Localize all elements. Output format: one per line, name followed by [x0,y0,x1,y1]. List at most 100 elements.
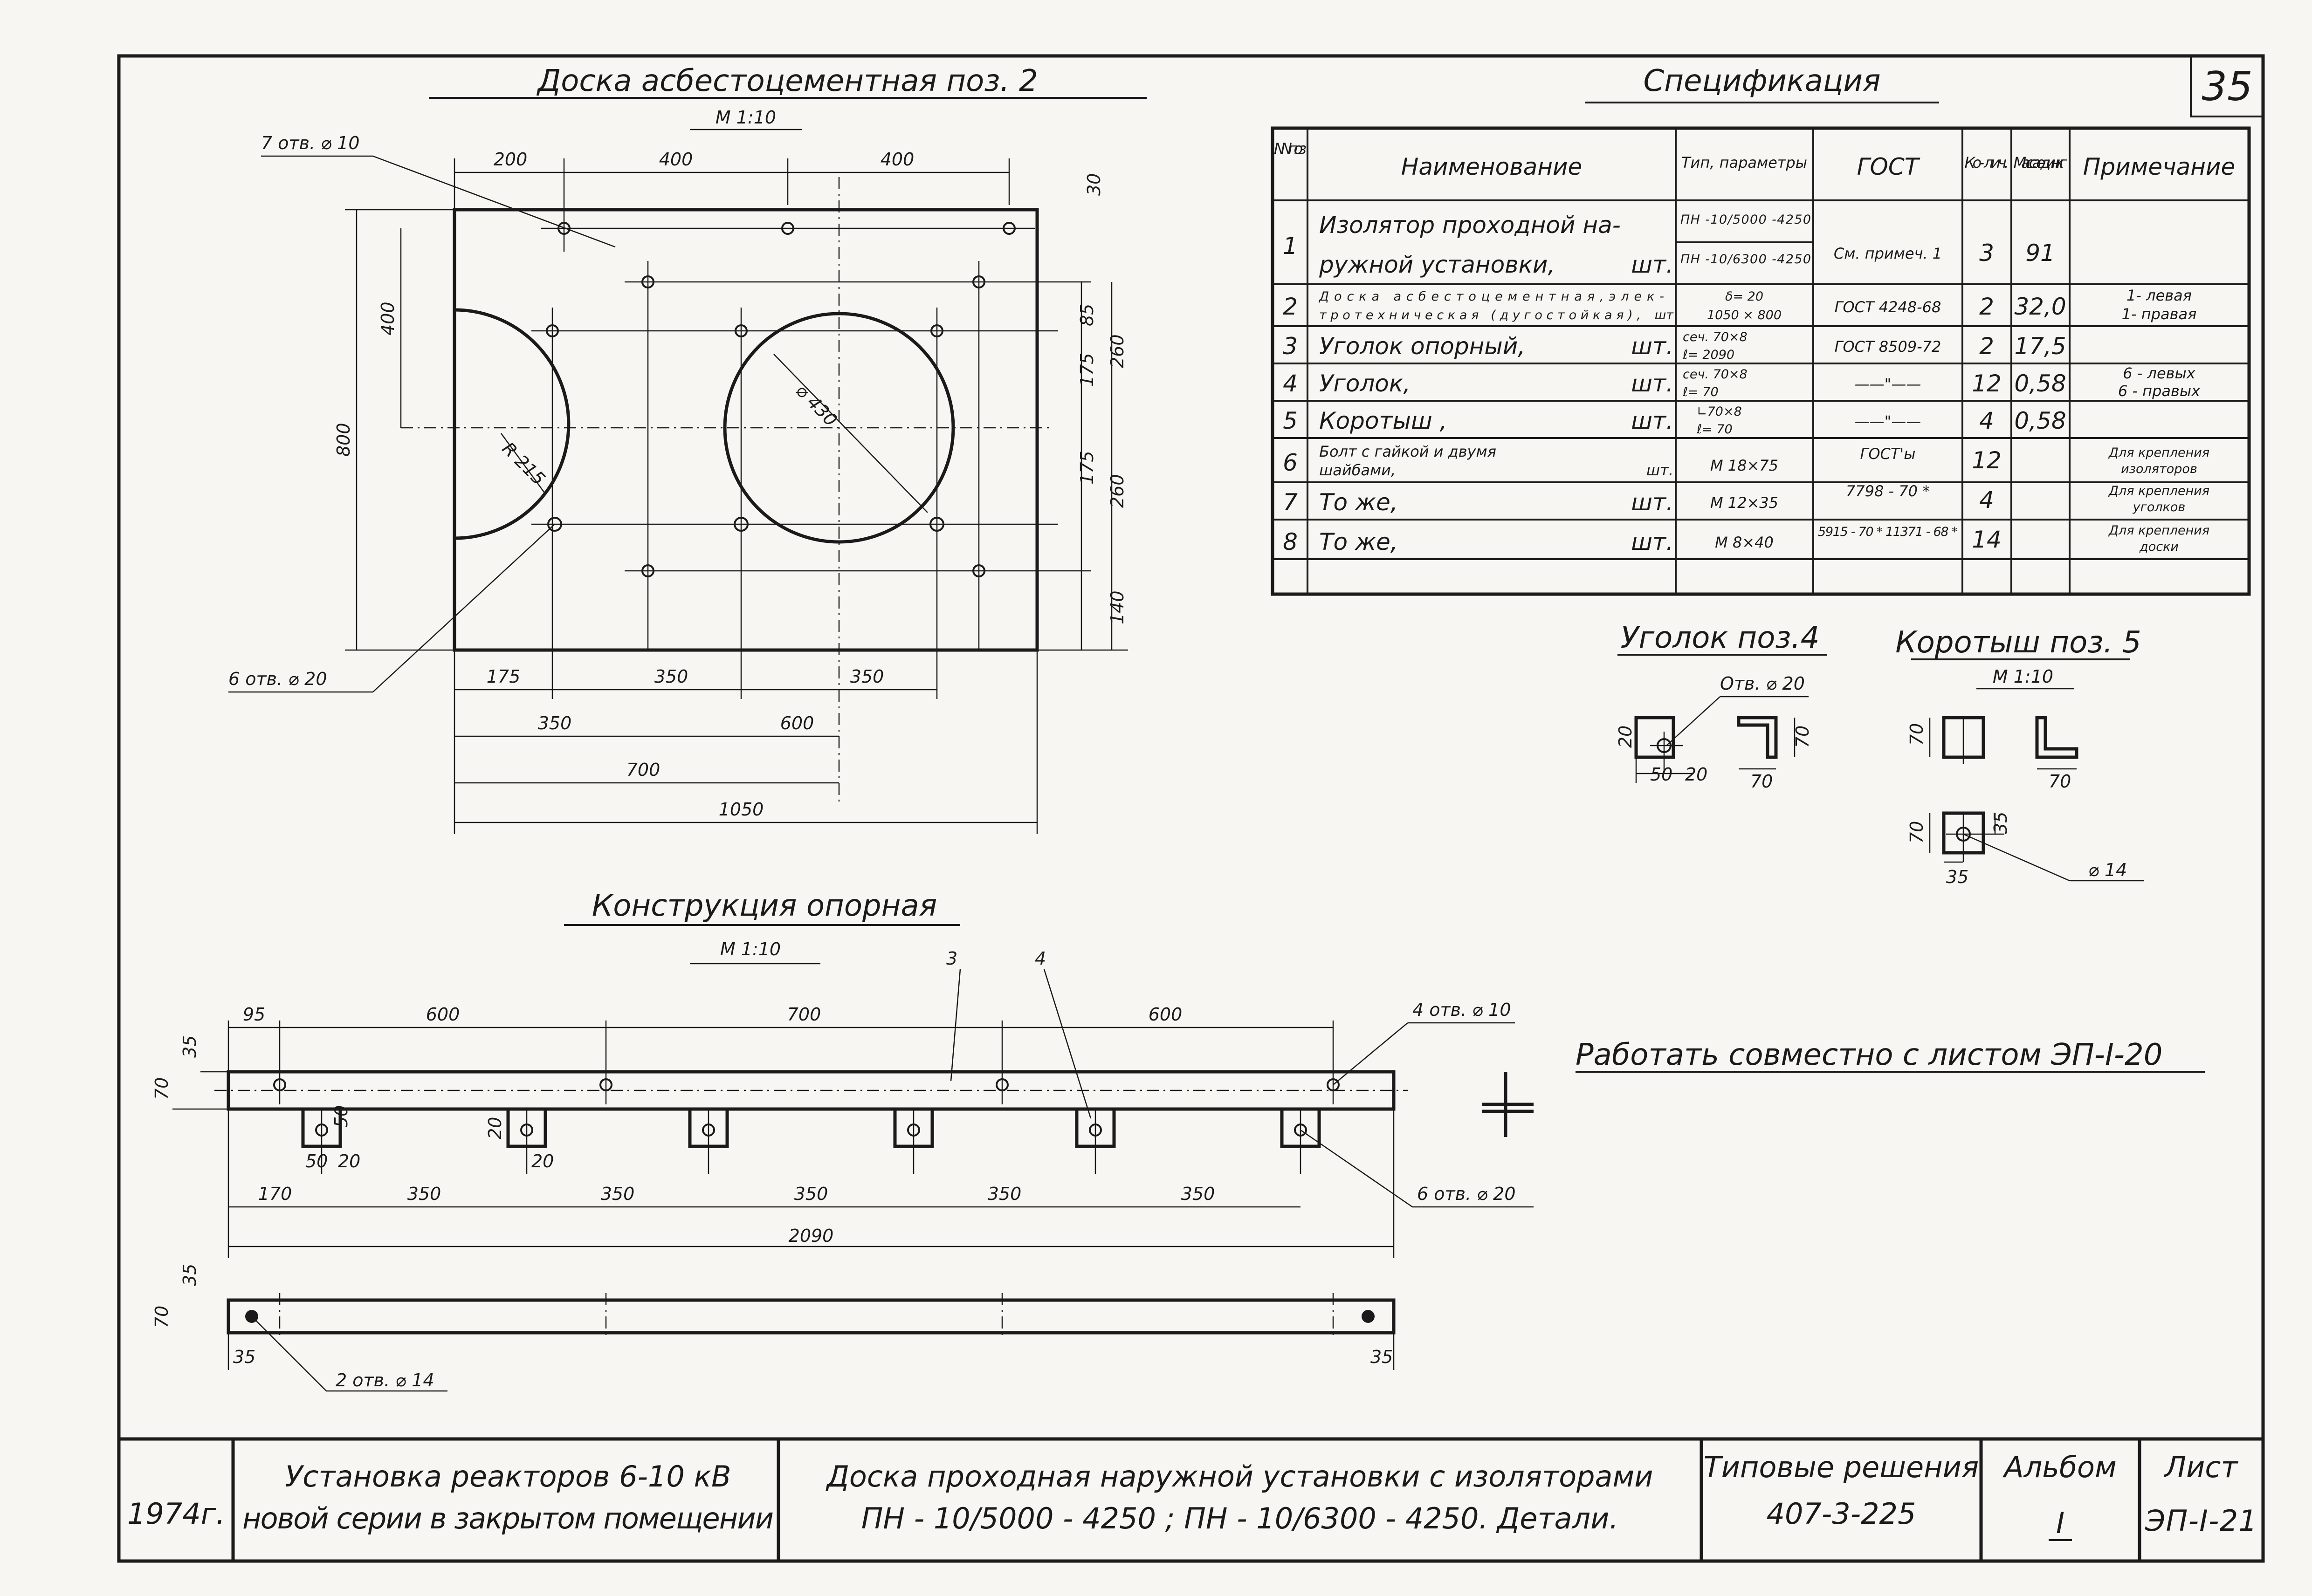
svg-text:14: 14 [1972,526,2002,553]
board-dim-bottom-3: 350 [850,666,884,687]
svg-text:шт.: шт. [1631,333,1673,360]
board-dim-top-right: 30 [1084,173,1104,196]
korotysh5-callout: ⌀ 14 [2088,860,2127,880]
svg-text:5: 5 [1283,407,1298,434]
spec-row: 8 То же, шт. М 8×40 5915 - 70 * 11371 - … [1283,523,2209,555]
svg-text:шт.: шт. [1631,251,1673,278]
board-callout-top: 7 отв. ⌀ 10 [261,133,360,153]
svg-text:δ= 20: δ= 20 [1725,289,1763,304]
board-half-cutout [454,308,571,540]
svg-text:1050 × 800: 1050 × 800 [1707,308,1782,322]
support-bottom-dim-2: 70 [151,1306,172,1328]
svg-text:Болт с гайкой и двумя: Болт с гайкой и двумя [1319,443,1496,460]
spec-header-gost: ГОСТ [1857,153,1920,180]
board-radius: R 215 [498,438,550,489]
svg-text:М 18×75: М 18×75 [1710,457,1778,474]
svg-text:0,58: 0,58 [2014,370,2066,397]
svg-text:ℓ= 2090: ℓ= 2090 [1682,348,1734,362]
spec-header-note: Примечание [2083,153,2235,180]
board-dim-left-1: 400 [378,301,398,336]
korotysh5-dim-4: 35 [1990,812,2011,834]
support-drawing: Конструкция опорная М 1:10 3 4 95 600 70… [151,889,1534,1392]
title-block: 1974г. Установка реакторов 6-10 кВ новой… [127,1439,2257,1561]
svg-text:8: 8 [1283,528,1298,555]
board-dim-right-2: 175 [1077,353,1097,387]
svg-text:91: 91 [2025,240,2055,267]
svg-text:Уголок,: Уголок, [1319,370,1411,397]
angle-pos4-drawing: Уголок поз.4 Отв. ⌀ 20 20 50 20 70 70 [1615,621,1827,792]
spec-header-pos: NN поз [1274,140,1307,158]
svg-text:М 8×40: М 8×40 [1715,534,1774,551]
spec-row: 2 Доска асбестоцементная,элек- тротехнич… [1283,287,2196,323]
svg-text:12: 12 [1972,447,2002,474]
spec-row: 4 Уголок, шт. сеч. 70×8 ℓ= 70 ——"—— 12 0… [1283,364,2201,400]
korotysh5-dim-2: 70 [2049,771,2071,792]
svg-text:2: 2 [1979,333,1994,360]
svg-text:шт.: шт. [1646,461,1673,479]
svg-text:доски: доски [2139,540,2179,554]
svg-text:5915 - 70 * 11371 - 68 *: 5915 - 70 * 11371 - 68 * [1818,525,1958,539]
support-dim-bottom-6: 350 [1181,1184,1215,1204]
svg-text:——"——: ——"—— [1855,412,1921,430]
support-bottom-dim-4: 35 [1370,1347,1393,1367]
board-dim-right-6: 140 [1107,590,1128,624]
spec-row: 6 Болт с гайкой и двумя шайбами, шт. М 1… [1283,443,2209,479]
svg-text:ПН -10/5000 -4250: ПН -10/5000 -4250 [1680,212,1811,227]
svg-text:См. примеч. 1: См. примеч. 1 [1834,245,1942,262]
svg-text:ружной установки,: ружной установки, [1319,251,1555,278]
svg-text:32,0: 32,0 [2014,293,2066,320]
support-leader-4: 4 [1035,948,1046,969]
svg-text:——"——: ——"—— [1855,375,1921,393]
board-round-cutout [723,312,955,544]
support-dim-top-2: 600 [426,1004,460,1025]
board-dim-top-2: 400 [659,149,693,170]
support-callout-top: 4 отв. ⌀ 10 [1412,1000,1511,1020]
svg-text:сеч. 70×8: сеч. 70×8 [1683,367,1748,382]
stamp-description-line-2: ПН - 10/5000 - 4250 ; ПН - 10/6300 - 425… [861,1501,1618,1535]
board-outline [453,208,1039,652]
svg-text:4: 4 [1283,370,1298,397]
board-dim-right-5: 260 [1107,474,1128,508]
svg-text:уголков: уголков [2133,500,2186,514]
support-dim-left-2: 70 [151,1077,172,1100]
stamp-year: 1974г. [127,1497,225,1531]
svg-text:6 - правых: 6 - правых [2118,382,2201,400]
support-bottom-dim-3: 35 [233,1347,255,1367]
svg-text:Уголок опорный,: Уголок опорный, [1319,333,1525,360]
board-dim-right-3: 175 [1077,451,1097,485]
svg-text:То же,: То же, [1319,489,1398,516]
support-dim-top-3: 700 [787,1004,821,1025]
stamp-album: I [2056,1506,2064,1540]
support-callout-bottom: 6 отв. ⌀ 20 [1417,1184,1516,1204]
korotysh5-dim-5: 35 [1946,867,1968,887]
angle4-dim-1: 20 [1615,726,1636,748]
svg-text:3: 3 [1979,240,1994,267]
korotysh5-dim-1: 70 [1906,723,1927,746]
support-dim-bottom-2: 350 [407,1184,441,1204]
korotysh5-scale: М 1:10 [1993,666,2053,687]
svg-text:6: 6 [1283,449,1298,476]
support-dim-bottom-4: 350 [794,1184,828,1204]
angle4-dim-4: 70 [1750,771,1773,792]
page-number-box [2190,55,2264,117]
support-bottom-dim-1: 35 [179,1264,200,1286]
svg-text:7: 7 [1283,489,1298,516]
angle4-dim-2: 50 [1650,764,1672,785]
support-dim-top-4: 600 [1149,1004,1183,1025]
support-dim-bottom-5: 350 [988,1184,1022,1204]
svg-text:6 - левых: 6 - левых [2123,364,2196,382]
korotysh5-title: Коротыш поз. 5 [1895,625,2141,660]
spec-header-mass: Масса един. кг [2014,154,2067,171]
svg-text:ГОСТ 8509-72: ГОСТ 8509-72 [1835,338,1941,356]
spec-table: Спецификация NN поз Наименование Тип, па… [1271,64,2251,596]
board-dim-right-4: 260 [1107,334,1128,368]
svg-text:ГОСТ 4248-68: ГОСТ 4248-68 [1835,298,1941,316]
svg-text:Для крепления: Для крепления [2108,445,2209,460]
svg-text:ℓ= 70: ℓ= 70 [1682,385,1719,399]
support-small-dim-2: 50 [305,1151,328,1171]
angle4-title: Уголок поз.4 [1621,621,1820,655]
board-holes [546,222,1016,577]
sheet-frame [117,54,2265,1563]
support-scale: М 1:10 [720,939,781,959]
svg-text:ГОСТ'ы: ГОСТ'ы [1860,445,1916,463]
